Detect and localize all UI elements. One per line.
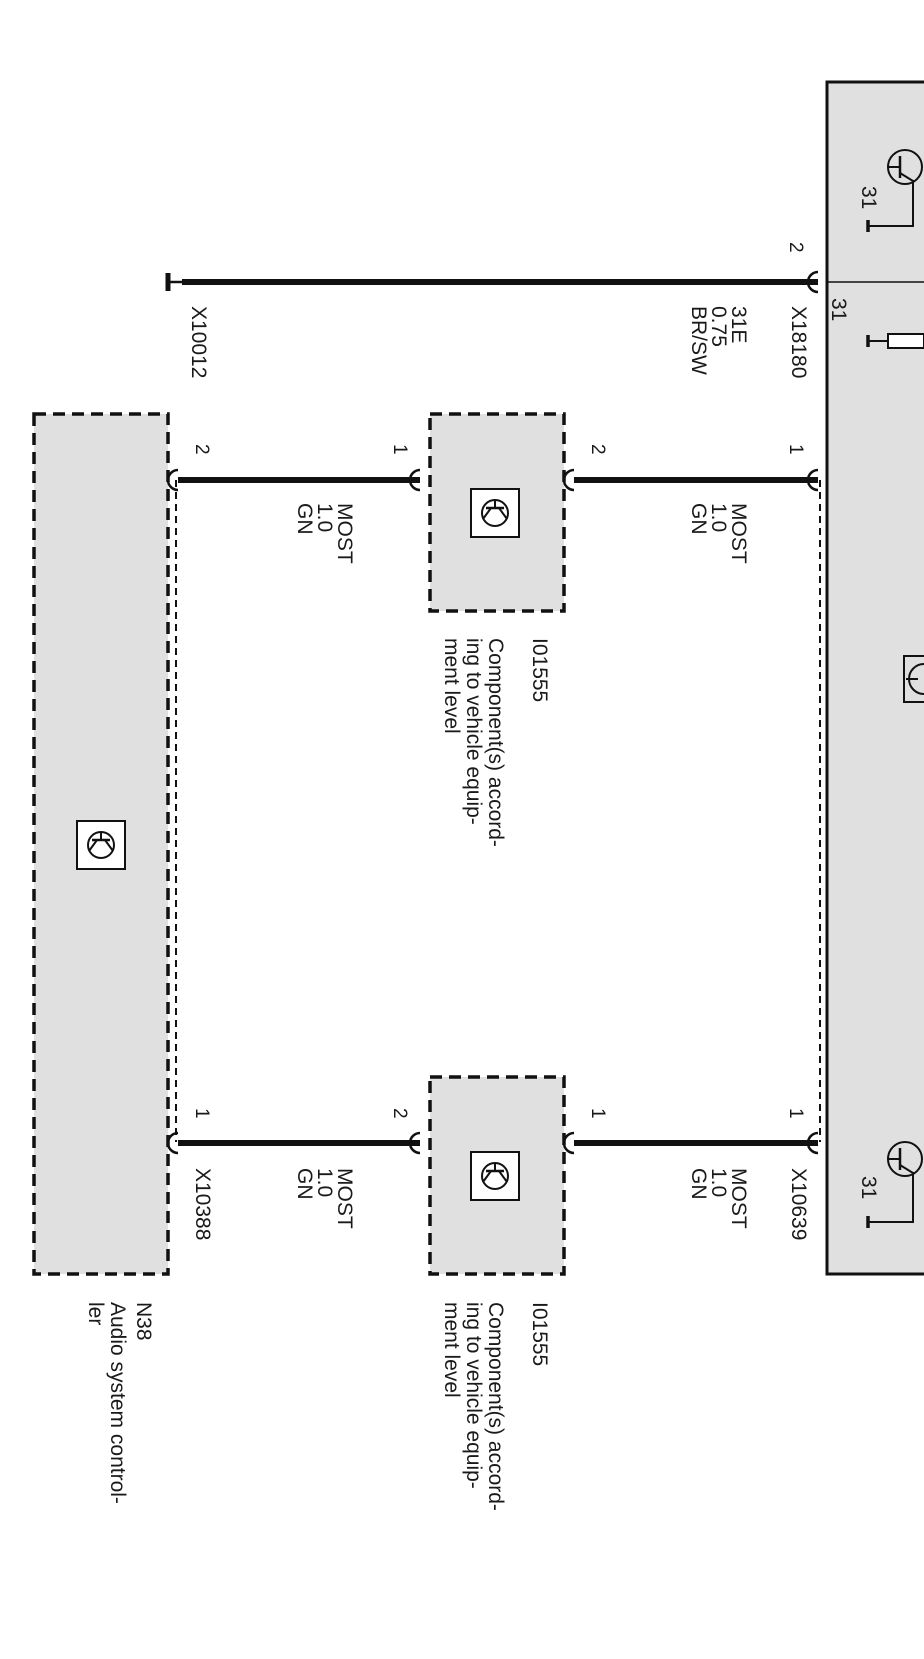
connector-label-x10639: X10639 <box>787 1168 810 1240</box>
pin-label: 2 <box>191 444 212 455</box>
pin-label: 2 <box>587 444 608 455</box>
optional-component-bottom-desc-1: Component(s) accord- <box>484 1302 507 1511</box>
wire-code-most-4: MOST <box>333 1168 356 1229</box>
wire-code-most-2: MOST <box>333 503 356 564</box>
transistor-symbol-icon <box>470 1151 520 1201</box>
connector-end-icon <box>166 468 179 492</box>
pin-label: 1 <box>785 444 806 455</box>
ground-label-bottom: 31 <box>857 1176 880 1199</box>
n38-desc-1: Audio system control- <box>106 1302 129 1504</box>
connector-label-x18180: X18180 <box>787 306 810 378</box>
wire-code-most-1: MOST <box>727 503 750 564</box>
pin-label: 1 <box>389 444 410 455</box>
ground-symbol-icon <box>866 220 878 232</box>
wire-color-most-4: GN <box>293 1168 316 1200</box>
wire-color-most-2: GN <box>293 503 316 535</box>
connector-end-icon <box>408 1131 421 1155</box>
ground-label-top: 31 <box>857 186 880 209</box>
wire-color-31e: BR/SW <box>687 306 710 375</box>
transistor-symbol-icon <box>470 488 520 538</box>
pin-label: 2 <box>389 1108 410 1119</box>
ground-label-resistor: 31 <box>827 298 850 321</box>
connector-end-icon <box>408 468 421 492</box>
optional-component-top-desc-1: Component(s) accord- <box>484 638 507 847</box>
pin-label: 2 <box>785 242 806 253</box>
connector-end-icon <box>562 468 575 492</box>
pin-label: 1 <box>191 1108 212 1119</box>
optional-component-top-code: I01555 <box>528 638 551 702</box>
pin-label: 1 <box>587 1108 608 1119</box>
connector-label-x10388: X10388 <box>191 1168 214 1240</box>
wire-gauge-most-1: 1.0 <box>707 503 730 532</box>
optional-component-top-desc-2: ing to vehicle equip- <box>462 638 485 825</box>
ground-end-icon <box>165 273 182 291</box>
ground-wire-top <box>868 180 914 227</box>
wire-gauge-most-3: 1.0 <box>707 1168 730 1197</box>
wire-code-31e: 31E <box>727 306 750 343</box>
transistor-symbol-icon <box>76 820 126 870</box>
connector-label-x10012: X10012 <box>187 306 210 378</box>
wire-color-most-1: GN <box>687 503 710 535</box>
wire-gauge-most-2: 1.0 <box>313 503 336 532</box>
connector-end-icon <box>806 468 819 492</box>
wire-color-most-3: GN <box>687 1168 710 1200</box>
optional-component-bottom-code: I01555 <box>528 1302 551 1366</box>
n38-code: N38 <box>132 1302 155 1341</box>
connector-end-icon <box>806 1131 819 1155</box>
n38-desc-2: ler <box>84 1302 107 1325</box>
wire-gauge-31e: 0.75 <box>707 306 730 347</box>
transistor-icon <box>887 149 923 185</box>
connector-end-icon <box>806 270 819 294</box>
wire-gauge-most-4: 1.0 <box>313 1168 336 1197</box>
ground-wire-bottom <box>868 1172 914 1223</box>
transistor-icon <box>903 655 924 703</box>
connector-end-icon <box>562 1131 575 1155</box>
transistor-icon <box>887 1141 923 1177</box>
wire-code-most-3: MOST <box>727 1168 750 1229</box>
ground-symbol-icon <box>866 1216 878 1228</box>
resistor-symbol-icon <box>887 333 924 349</box>
optional-component-top-desc-3: ment level <box>440 638 463 734</box>
pin-label: 1 <box>785 1108 806 1119</box>
optional-component-bottom-desc-3: ment level <box>440 1302 463 1398</box>
optional-component-bottom-desc-2: ing to vehicle equip- <box>462 1302 485 1489</box>
connector-end-icon <box>166 1131 179 1155</box>
